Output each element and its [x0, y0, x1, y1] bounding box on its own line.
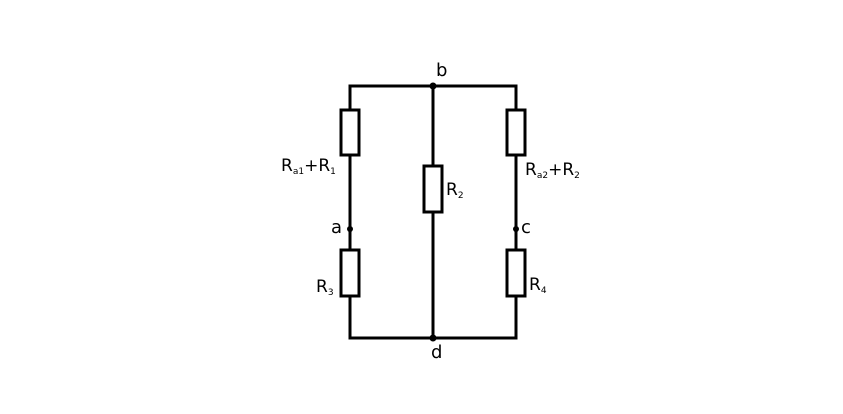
label-left-bottom-resistor: R3 — [316, 277, 334, 298]
node-dot-a — [347, 226, 353, 232]
label-left-bottom-sub: 3 — [328, 288, 334, 298]
label-middle-resistor: R2 — [446, 180, 464, 201]
label-right-bottom-resistor: R4 — [529, 275, 547, 296]
label-right-bottom-base: R — [529, 275, 541, 295]
node-dot-b — [429, 82, 437, 90]
resistor-left-top — [339, 108, 361, 157]
label-left-top-base1: R — [281, 156, 293, 176]
label-middle-base: R — [446, 180, 458, 200]
label-right-bottom-sub: 4 — [541, 286, 547, 296]
label-right-top-base2: R — [562, 160, 574, 180]
label-middle-sub: 2 — [458, 191, 464, 201]
label-right-top-base1: R — [525, 160, 537, 180]
node-label-d: d — [431, 342, 442, 363]
resistor-middle — [422, 164, 444, 214]
node-label-a: a — [331, 217, 342, 238]
node-label-c: c — [521, 217, 531, 238]
label-left-top-sub2: 1 — [330, 167, 336, 177]
resistor-right-top — [505, 108, 527, 157]
node-dot-d — [429, 334, 437, 342]
label-right-top-plus: + — [548, 160, 562, 180]
label-left-top-resistor: Ra1+R1 — [281, 156, 336, 177]
resistor-left-bottom — [339, 248, 361, 298]
resistor-right-bottom — [505, 248, 527, 298]
node-dot-c — [513, 226, 519, 232]
label-right-top-resistor: Ra2+R2 — [525, 160, 580, 181]
label-left-top-base2: R — [318, 156, 330, 176]
label-left-top-plus: + — [304, 156, 318, 176]
label-right-top-sub2: 2 — [574, 171, 580, 181]
label-right-top-sub1: a2 — [537, 171, 548, 181]
label-left-bottom-base: R — [316, 277, 328, 297]
label-left-top-sub1: a1 — [293, 167, 304, 177]
node-label-b: b — [436, 60, 447, 81]
